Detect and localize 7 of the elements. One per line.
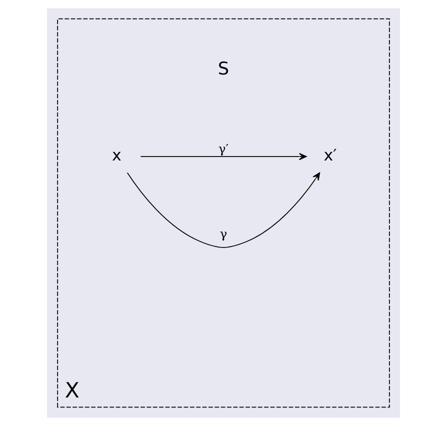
arrow bbox=[126, 172, 320, 248]
node-text: x′ bbox=[323, 145, 336, 164]
edge-label: γ′ bbox=[218, 142, 228, 156]
edge-label: γ bbox=[219, 226, 227, 241]
label: S bbox=[217, 59, 229, 80]
node-text: x bbox=[112, 145, 121, 164]
arrow bbox=[140, 152, 306, 160]
